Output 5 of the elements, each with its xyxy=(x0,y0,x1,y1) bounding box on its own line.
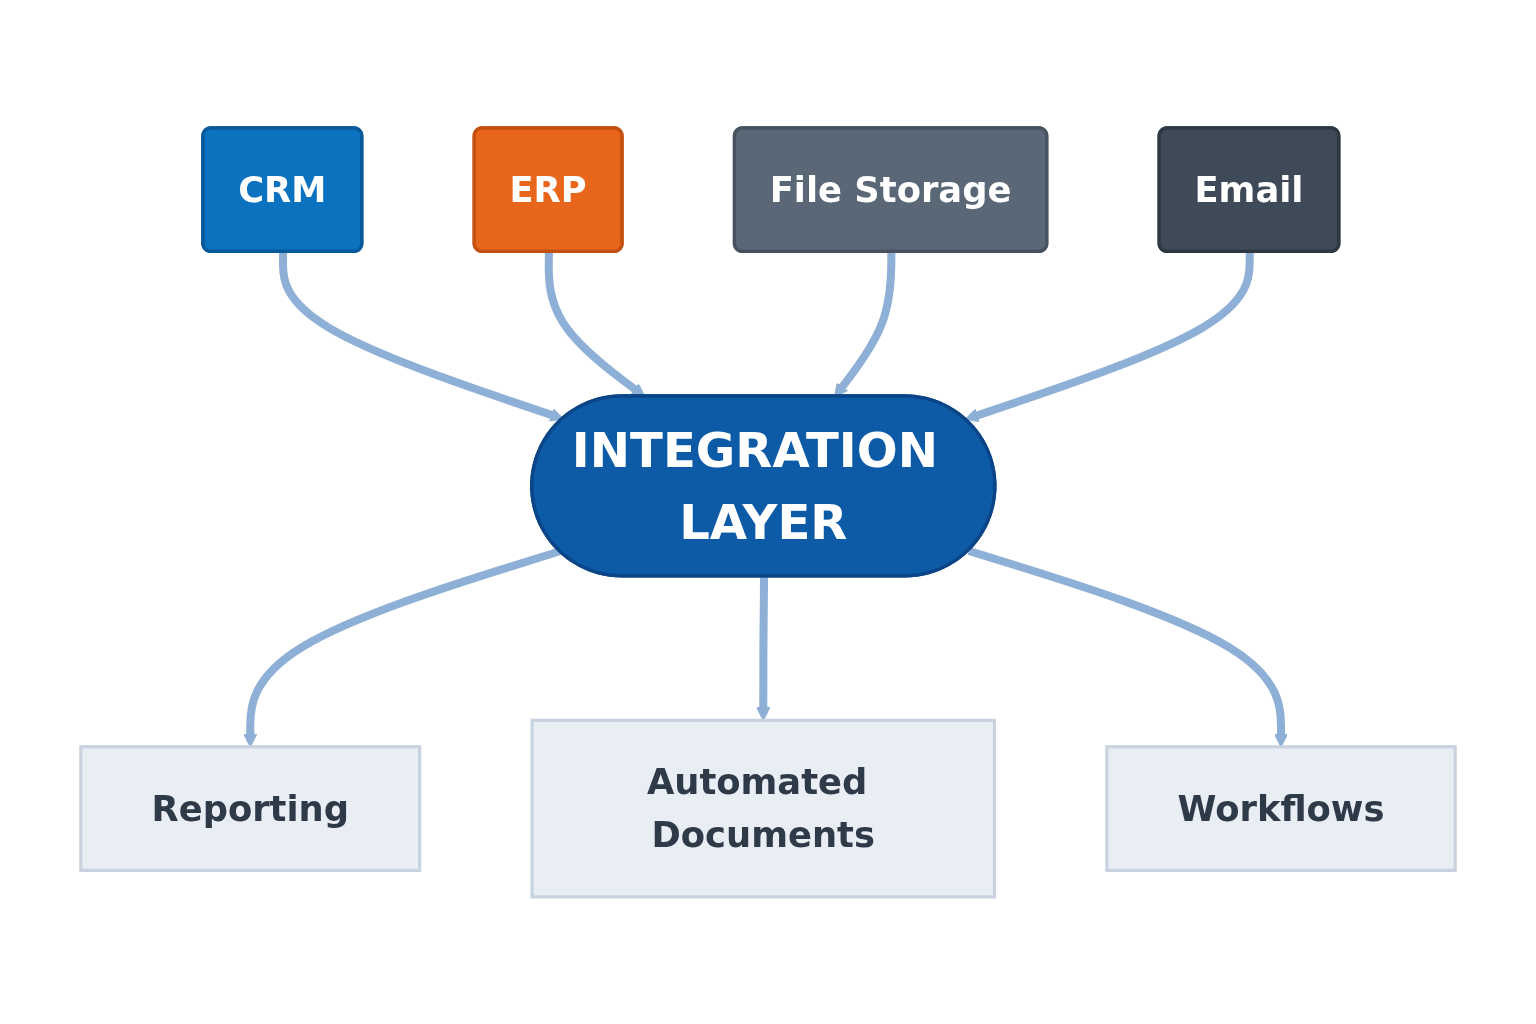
node-box: Reporting xyxy=(79,744,422,872)
node-box: Automated Documents xyxy=(530,718,997,899)
arrow xyxy=(278,251,564,422)
arrow xyxy=(964,251,1254,422)
node-box: Workflows xyxy=(1105,744,1457,872)
